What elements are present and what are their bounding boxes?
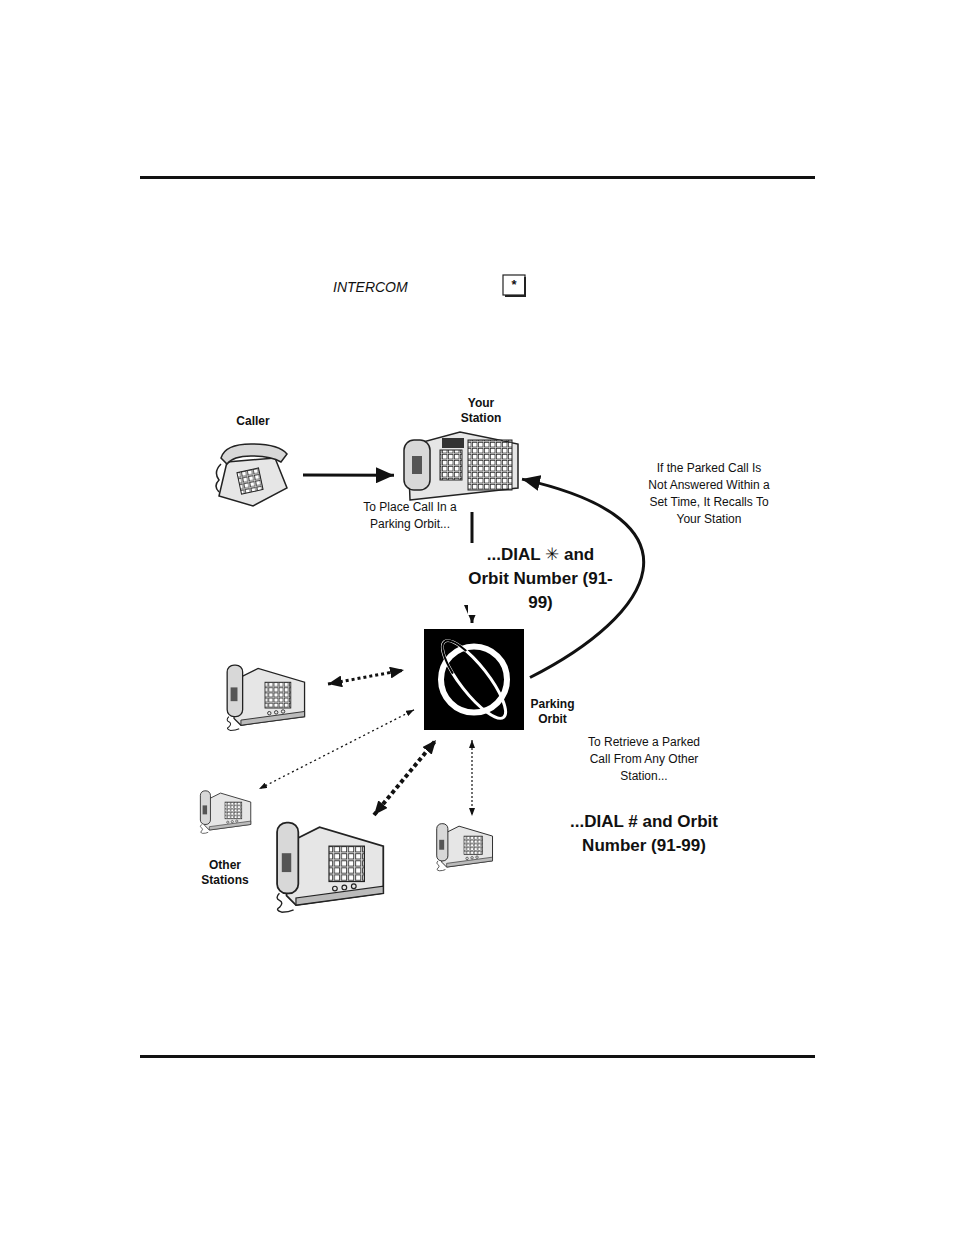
node-label: Other Stations	[190, 858, 260, 888]
other-station-phone: Other Stations	[197, 788, 253, 836]
step-note: To Retrieve a Parked Call From Any Other…	[582, 734, 706, 785]
connector	[303, 474, 394, 477]
parking-orbit: Parking Orbit	[424, 629, 524, 730]
dial-instruction: ...DIAL # and Orbit Number (91-99)	[569, 810, 719, 858]
key-symbol: *	[503, 276, 525, 294]
node-label: Your Station	[446, 396, 516, 426]
orbit-icon	[424, 629, 524, 730]
step-note: To Place Call In a Parking Orbit...	[350, 499, 470, 533]
connector	[259, 710, 414, 789]
caller-phone: Caller	[213, 440, 293, 510]
edge-label: ...DIAL ✳ and Orbit Number (91-99)	[468, 543, 613, 615]
key-name: INTERCOM	[333, 278, 408, 296]
your-station-phone: Your Station	[400, 432, 520, 508]
node-label: Caller	[213, 414, 293, 429]
node-label: Parking Orbit	[525, 697, 580, 727]
edge-label: If the Parked Call Is Not Answered Withi…	[648, 460, 770, 528]
